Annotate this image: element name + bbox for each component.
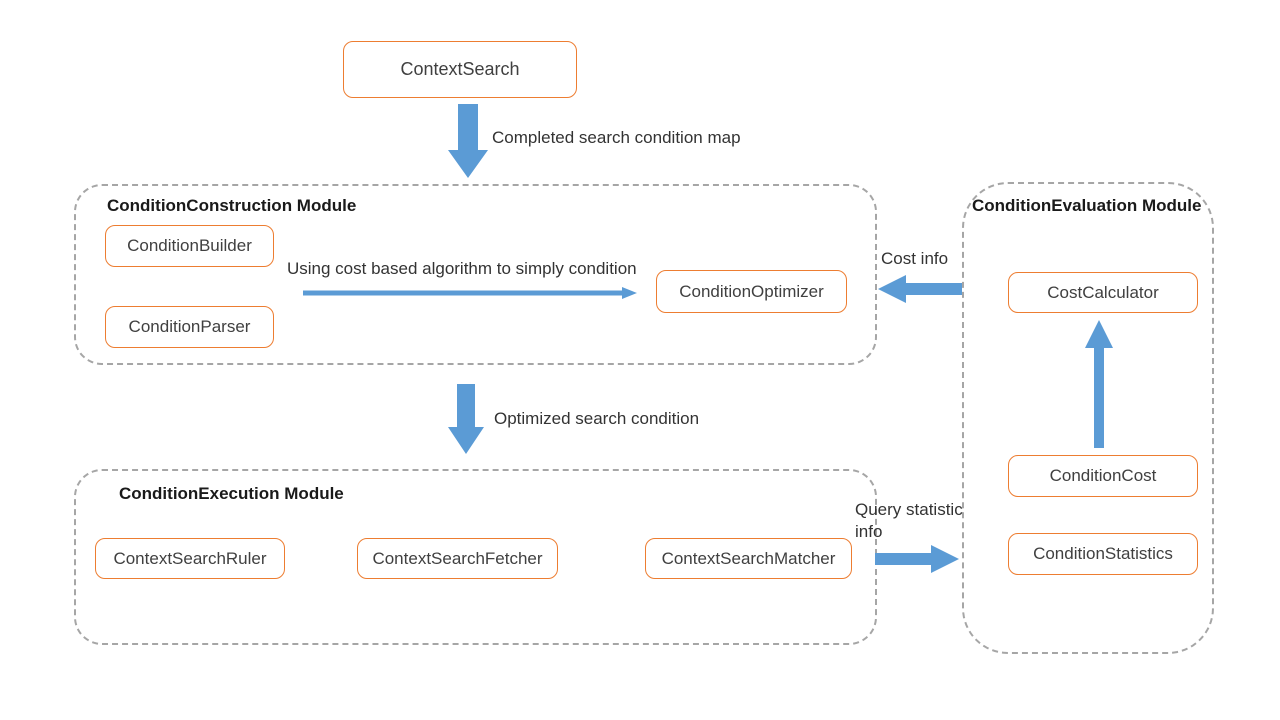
flow-label-optimized: Optimized search condition xyxy=(494,409,700,428)
cost-calculator-box: CostCalculator xyxy=(1008,272,1198,313)
right-arrow-to-optimizer xyxy=(303,287,637,299)
condition-statistics-box: ConditionStatistics xyxy=(1008,533,1198,575)
context-search-box: ContextSearch xyxy=(343,41,577,98)
condition-evaluation-module: ConditionEvaluation Module xyxy=(962,182,1214,654)
up-arrow-cost-to-calculator xyxy=(1085,320,1113,448)
flow-label-cost-info: Cost info xyxy=(881,249,949,268)
condition-optimizer-box: ConditionOptimizer xyxy=(656,270,847,313)
evaluation-module-title: ConditionEvaluation Module xyxy=(972,196,1202,215)
right-arrow-query-statistic xyxy=(875,545,959,573)
condition-builder-box: ConditionBuilder xyxy=(105,225,274,267)
down-arrow-context-to-construction xyxy=(448,104,488,178)
condition-parser-box: ConditionParser xyxy=(105,306,274,348)
left-arrow-cost-info xyxy=(878,275,962,303)
construction-module-title: ConditionConstruction Module xyxy=(107,196,357,215)
context-search-matcher-box: ContextSearchMatcher xyxy=(645,538,852,579)
flow-label-using-cost: Using cost based algorithm to simply con… xyxy=(287,259,637,278)
context-search-fetcher-box: ContextSearchFetcher xyxy=(357,538,558,579)
flow-label-query-statistic: Query statistic info xyxy=(855,500,963,542)
down-arrow-construction-to-execution xyxy=(448,384,484,454)
flow-label-completed-map: Completed search condition map xyxy=(492,128,741,147)
context-search-ruler-box: ContextSearchRuler xyxy=(95,538,285,579)
condition-cost-box: ConditionCost xyxy=(1008,455,1198,497)
condition-construction-module: ConditionConstruction Module xyxy=(74,184,877,365)
execution-module-title: ConditionExecution Module xyxy=(119,484,344,503)
